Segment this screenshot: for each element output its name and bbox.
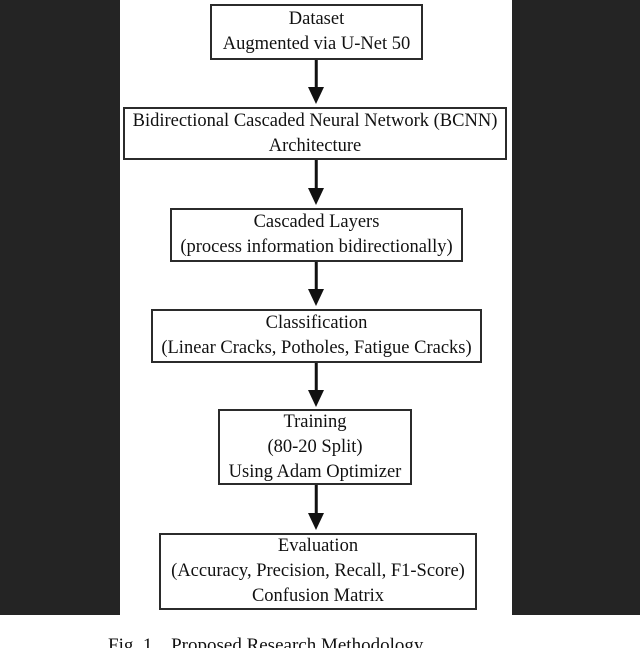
node-line: Training bbox=[283, 411, 347, 432]
arrow-shaft bbox=[314, 363, 318, 394]
arrow-shaft bbox=[314, 485, 318, 517]
node-line: Confusion Matrix bbox=[251, 586, 385, 606]
flow-arrow-down bbox=[307, 160, 325, 205]
arrowhead-icon bbox=[308, 289, 324, 306]
node-line: (80-20 Split) bbox=[267, 436, 363, 457]
node-line: Cascaded Layers bbox=[253, 212, 380, 232]
flow-arrow-down bbox=[307, 485, 325, 530]
node-line: Classification bbox=[265, 313, 368, 333]
arrowhead-icon bbox=[308, 87, 324, 104]
flow-arrow-down bbox=[307, 262, 325, 306]
node-line: Evaluation bbox=[277, 536, 359, 556]
figure-caption: Fig. 1. Proposed Research Methodology bbox=[108, 634, 423, 648]
node-line: (process information bidirectionally) bbox=[180, 237, 453, 257]
arrow-shaft bbox=[314, 160, 318, 192]
arrowhead-icon bbox=[308, 390, 324, 407]
node-line: (Linear Cracks, Potholes, Fatigue Cracks… bbox=[161, 338, 472, 358]
flow-node-bcnn-architecture: Bidirectional Cascaded Neural Network (B… bbox=[123, 107, 507, 160]
figure-caption-title: Proposed Research Methodology bbox=[171, 635, 424, 648]
flow-arrow-down bbox=[307, 60, 325, 104]
arrowhead-icon bbox=[308, 513, 324, 530]
arrow-shaft bbox=[314, 60, 318, 91]
node-line: Architecture bbox=[268, 135, 362, 156]
flow-node-dataset: Dataset Augmented via U-Net 50 bbox=[210, 4, 423, 60]
flow-node-training: Training (80-20 Split) Using Adam Optimi… bbox=[218, 409, 412, 485]
flow-node-classification: Classification (Linear Cracks, Potholes,… bbox=[151, 309, 482, 363]
flow-node-cascaded-layers: Cascaded Layers (process information bid… bbox=[170, 208, 463, 262]
left-dark-bar bbox=[0, 0, 120, 615]
flow-node-evaluation: Evaluation (Accuracy, Precision, Recall,… bbox=[159, 533, 477, 610]
arrow-shaft bbox=[314, 262, 318, 293]
figure-caption-label: Fig. 1. bbox=[108, 635, 158, 648]
node-line: Dataset bbox=[288, 9, 345, 29]
node-line: Augmented via U-Net 50 bbox=[222, 34, 411, 54]
flow-arrow-down bbox=[307, 363, 325, 407]
right-dark-bar bbox=[512, 0, 640, 615]
node-line: Bidirectional Cascaded Neural Network (B… bbox=[132, 110, 498, 131]
arrowhead-icon bbox=[308, 188, 324, 205]
node-line: Using Adam Optimizer bbox=[228, 461, 402, 482]
node-line: (Accuracy, Precision, Recall, F1-Score) bbox=[171, 561, 465, 581]
